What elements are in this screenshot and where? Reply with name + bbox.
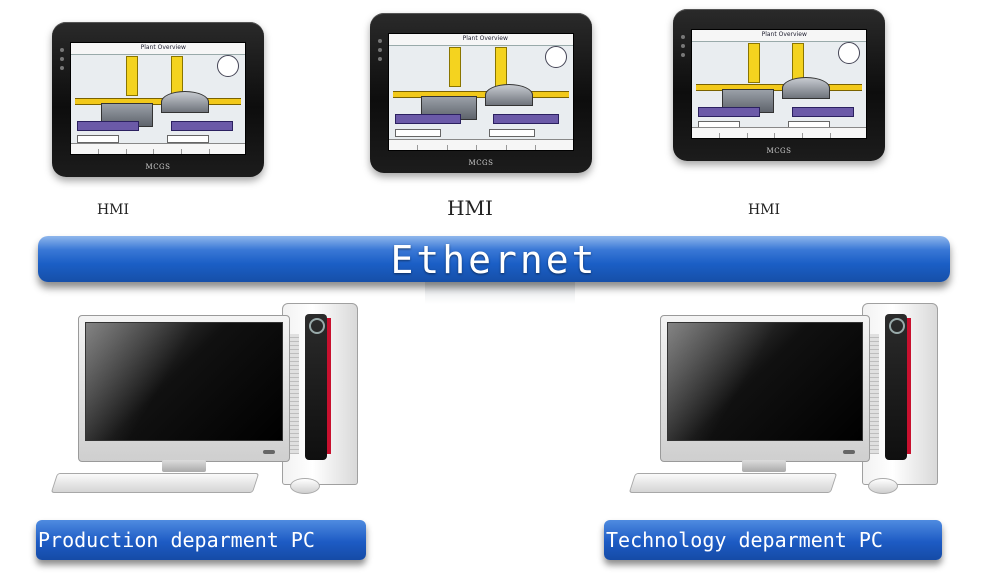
power-icon <box>889 318 905 334</box>
hmi-brand-logo: MCGS <box>766 147 792 155</box>
hmi-status-leds <box>681 35 686 62</box>
hmi-screen-title: Plant Overview <box>140 44 186 51</box>
hmi-panel-3: Plant Overview MCGS <box>673 9 885 161</box>
clock-icon <box>217 55 239 77</box>
monitor-stand <box>742 460 786 472</box>
pc-monitor <box>78 315 290 462</box>
power-icon <box>309 318 325 334</box>
mouse <box>868 478 898 494</box>
pc-tower <box>862 303 938 485</box>
ethernet-bus: Ethernet <box>38 236 950 282</box>
hmi-screen: Plant Overview <box>691 29 867 139</box>
keyboard <box>50 473 260 493</box>
monitor-stand <box>162 460 206 472</box>
pc-label-technology: Technology deparment PC <box>604 520 942 560</box>
ethernet-label: Ethernet <box>390 238 598 282</box>
hmi-screen-title: Plant Overview <box>462 35 508 42</box>
hmi-brand-logo: MCGS <box>145 163 171 171</box>
hmi-label-2: HMI <box>447 196 493 220</box>
pc-label-production: Production deparment PC <box>36 520 366 560</box>
pc-monitor <box>660 315 870 462</box>
hmi-screen-title: Plant Overview <box>761 31 807 38</box>
hmi-panel-2: Plant Overview MCGS <box>370 13 592 173</box>
hmi-status-leds <box>378 39 383 66</box>
mouse <box>290 478 320 494</box>
keyboard <box>628 473 838 493</box>
hmi-screen: Plant Overview <box>70 42 246 155</box>
hmi-label-3: HMI <box>747 202 781 218</box>
clock-icon <box>545 46 567 68</box>
pc-tower <box>282 303 358 485</box>
hmi-label-1: HMI <box>96 202 130 218</box>
hmi-panel-1: Plant Overview MCGS <box>52 22 264 177</box>
hmi-brand-logo: MCGS <box>468 159 494 167</box>
hmi-screen: Plant Overview <box>388 33 574 151</box>
hmi-status-leds <box>60 48 65 75</box>
clock-icon <box>838 42 860 64</box>
